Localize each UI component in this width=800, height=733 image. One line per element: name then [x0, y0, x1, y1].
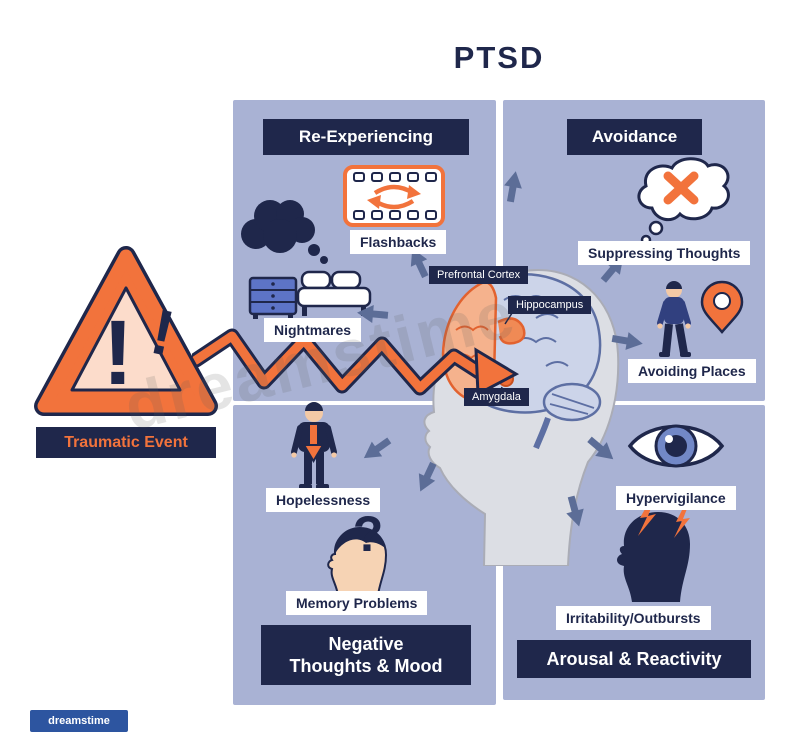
header-avoidance: Avoidance	[567, 119, 702, 155]
label-amygdala: Amygdala	[464, 388, 529, 406]
flow-arrow	[355, 302, 391, 327]
traumatic-event-text: Traumatic Event	[64, 433, 188, 451]
hopeless-person-icon	[291, 402, 337, 490]
label-hippocampus: Hippocampus	[508, 296, 592, 314]
header-arousal-reactivity: Arousal & Reactivity	[517, 640, 751, 678]
label-memory-problems: Memory Problems	[286, 591, 428, 615]
film-strip-icon	[343, 165, 445, 227]
eye-icon	[627, 424, 725, 468]
label-nightmares: Nightmares	[264, 318, 362, 342]
dark-thought-cloud-icon	[241, 200, 328, 264]
label-avoiding-places: Avoiding Places	[628, 359, 756, 383]
angry-head-lightning-icon	[617, 500, 690, 602]
flow-arrow	[499, 168, 527, 205]
walking-person-icon	[657, 281, 691, 357]
header-arousal-text: Arousal & Reactivity	[546, 648, 722, 669]
header-re-experiencing-text: Re-Experiencing	[298, 127, 434, 147]
cerebellum	[542, 382, 602, 422]
watermark-bar-text: dreamstime	[48, 715, 110, 727]
person-location-pin-icon	[657, 280, 744, 357]
header-negative-thoughts-mood: Negative Thoughts & Mood	[261, 625, 471, 685]
header-negative-line2: Thoughts & Mood	[289, 656, 443, 676]
label-flashbacks: Flashbacks	[350, 230, 447, 254]
label-hypervigilance: Hypervigilance	[616, 486, 736, 510]
thought-bubble-x-icon	[637, 157, 730, 246]
bed-icon	[296, 270, 372, 316]
flow-arrow	[357, 430, 397, 468]
hippocampus-shape	[497, 317, 526, 345]
page-title: PTSD	[453, 40, 545, 75]
map-pin-icon	[700, 280, 744, 334]
flow-arrow	[410, 457, 444, 497]
warning-triangle-icon: ! !	[34, 246, 218, 416]
lightning-bolt-icon	[674, 506, 690, 538]
label-hopelessness: Hopelessness	[266, 488, 381, 512]
nightmare-cloud-bed-icon	[241, 200, 372, 319]
header-avoidance-text: Avoidance	[591, 127, 678, 147]
exclamation-icon: !	[103, 302, 134, 404]
flow-arrow	[581, 430, 621, 469]
brain-stem	[533, 417, 551, 450]
label-irritability-outbursts: Irritability/Outbursts	[556, 606, 711, 630]
cerebellum-lines	[549, 393, 595, 415]
memory-head-icon: ?	[327, 506, 388, 596]
header-negative-line1: Negative	[328, 633, 404, 654]
down-arrow-icon	[302, 423, 325, 463]
label-suppressing-thoughts: Suppressing Thoughts	[578, 241, 751, 265]
flow-arrow	[608, 327, 645, 355]
label-prefrontal-cortex: Prefrontal Cortex	[429, 266, 529, 284]
question-mark-icon: ?	[353, 506, 384, 562]
lightning-bolt-icon	[638, 500, 656, 536]
traumatic-event-label: Traumatic Event	[36, 427, 216, 458]
flow-arrow	[560, 492, 590, 531]
dresser-icon	[248, 276, 298, 319]
header-re-experiencing: Re-Experiencing	[263, 119, 469, 155]
zigzag-trauma-arrow	[192, 328, 520, 397]
watermark-bar: dreamstime	[30, 710, 128, 732]
